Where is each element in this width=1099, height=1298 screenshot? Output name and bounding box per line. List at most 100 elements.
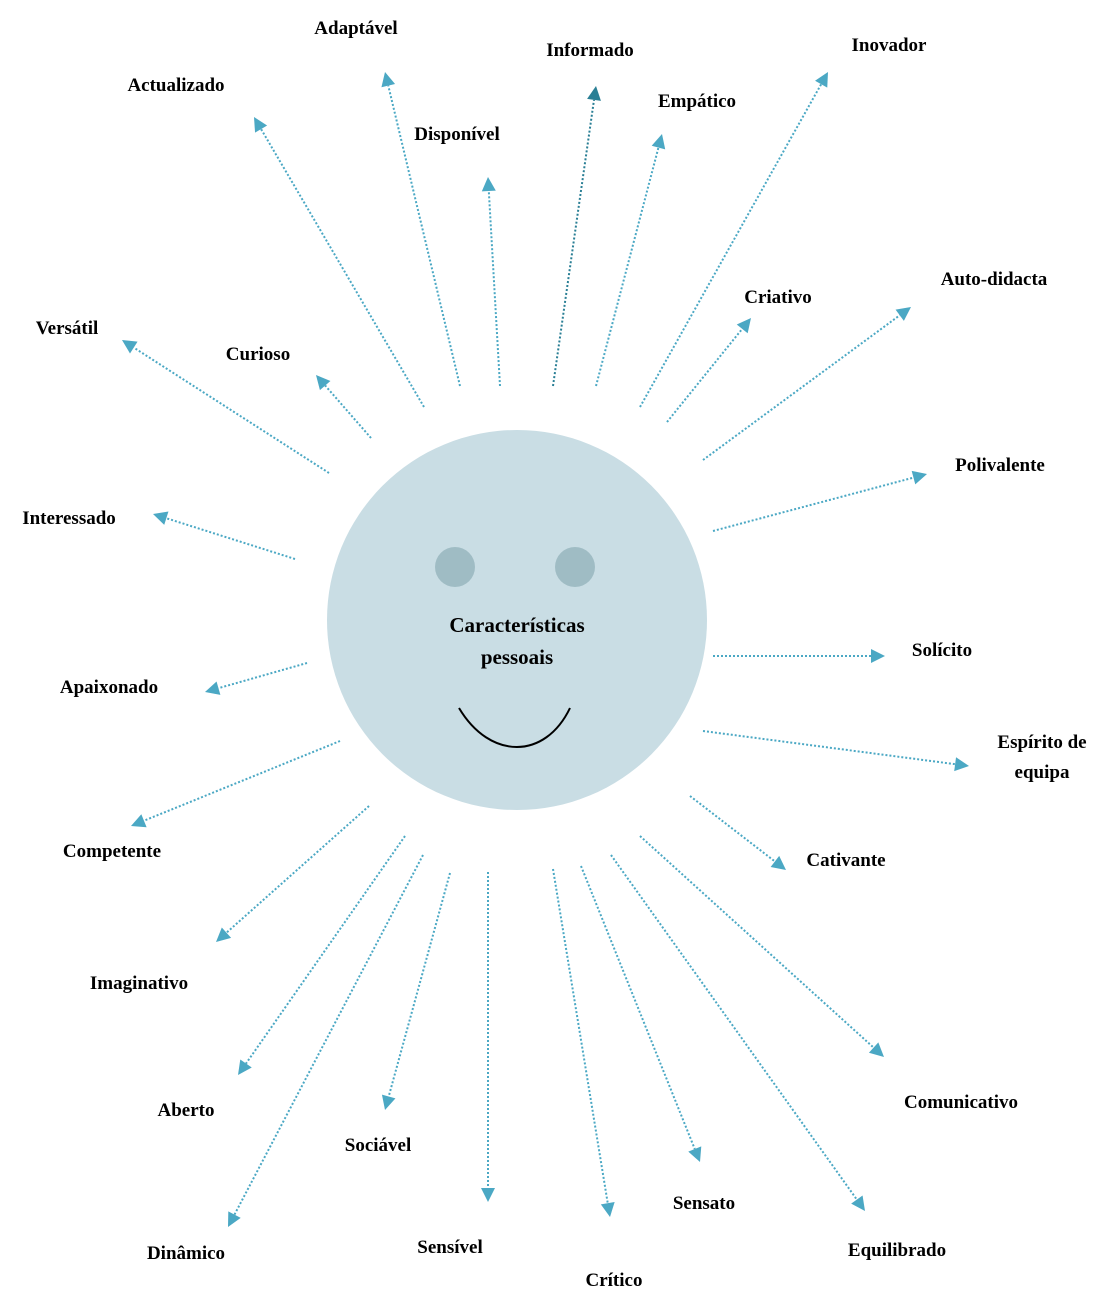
- arrow-versatil: [122, 340, 330, 474]
- label-line: Criativo: [744, 287, 812, 308]
- label-espirito-de-equipa: Espírito de equipa: [997, 732, 1086, 783]
- label-line: Dinâmico: [147, 1243, 225, 1264]
- arrow-head-icon: [228, 1211, 241, 1227]
- arrow-head-icon: [216, 927, 232, 942]
- arrow-aberto: [238, 835, 406, 1075]
- label-actualizado: Actualizado: [127, 75, 224, 96]
- label-curioso: Curioso: [226, 344, 290, 365]
- label-line: Crítico: [586, 1270, 643, 1291]
- arrow-head-icon: [481, 1188, 495, 1202]
- arrow-head-icon: [911, 470, 927, 485]
- arrow-actualizado: [254, 117, 425, 408]
- arrow-shaft: [387, 85, 461, 387]
- arrow-shaft: [260, 128, 425, 408]
- arrow-auto-didacta: [702, 307, 911, 461]
- center-title-line: pessoais: [481, 645, 553, 669]
- arrow-head-icon: [815, 72, 828, 88]
- arrow-shaft: [689, 795, 776, 863]
- label-line: Solícito: [912, 640, 972, 661]
- arrow-head-icon: [205, 681, 221, 695]
- arrow-head-icon: [316, 375, 331, 391]
- arrow-inovador: [639, 72, 828, 408]
- arrow-sensivel: [481, 872, 495, 1202]
- arrow-head-icon: [381, 72, 396, 88]
- label-line: Equilibrado: [848, 1240, 946, 1261]
- label-empatico: Empático: [658, 91, 736, 112]
- label-line: Sociável: [345, 1135, 412, 1156]
- arrow-shaft: [387, 872, 451, 1097]
- arrow-shaft: [218, 662, 308, 690]
- arrow-critico: [552, 868, 615, 1217]
- arrow-shaft: [702, 314, 901, 461]
- arrow-shaft: [580, 865, 696, 1150]
- arrow-sociavel: [381, 872, 451, 1110]
- label-sensivel: Sensível: [417, 1237, 482, 1258]
- label-apaixonado: Apaixonado: [60, 677, 158, 698]
- arrow-head-icon: [238, 1059, 252, 1075]
- arrow-shaft: [143, 740, 341, 822]
- label-sociavel: Sociável: [345, 1135, 412, 1156]
- arrow-head-icon: [895, 307, 911, 321]
- arrow-head-icon: [600, 1202, 615, 1217]
- label-polivalente: Polivalente: [955, 455, 1045, 476]
- label-equilibrado: Equilibrado: [848, 1240, 946, 1261]
- arrow-head-icon: [868, 1042, 884, 1057]
- arrow-disponivel: [481, 177, 501, 387]
- label-informado: Informado: [546, 40, 634, 61]
- label-interessado: Interessado: [22, 508, 116, 529]
- arrow-shaft: [610, 854, 858, 1201]
- label-line: Sensato: [673, 1193, 735, 1214]
- label-auto-didacta: Auto-didacta: [941, 269, 1048, 290]
- label-line: Interessado: [22, 508, 116, 529]
- arrow-head-icon: [954, 757, 969, 772]
- arrow-solicito: [713, 649, 885, 663]
- label-line: Curioso: [226, 344, 290, 365]
- arrow-adaptavel: [381, 72, 461, 387]
- arrow-informado: [552, 86, 601, 387]
- arrow-head-icon: [122, 340, 138, 354]
- arrow-shaft: [166, 517, 296, 560]
- arrow-head-icon: [153, 511, 169, 525]
- label-line: Adaptável: [314, 18, 397, 39]
- label-line: Sensível: [417, 1237, 482, 1258]
- label-critico: Crítico: [586, 1270, 643, 1291]
- label-line: Aberto: [158, 1100, 215, 1121]
- label-line: Inovador: [852, 35, 928, 56]
- center-title-line: Características: [449, 613, 584, 637]
- label-line: Comunicativo: [904, 1092, 1018, 1113]
- arrow-head-icon: [481, 177, 496, 192]
- arrow-head-icon: [254, 117, 268, 133]
- face-circle: [327, 430, 707, 810]
- left-eye: [435, 547, 475, 587]
- arrow-interessado: [153, 511, 296, 560]
- label-criativo: Criativo: [744, 287, 812, 308]
- label-line: Espírito de: [997, 732, 1086, 753]
- label-line: Auto-didacta: [941, 269, 1048, 290]
- label-line: Imaginativo: [90, 973, 188, 994]
- arrow-polivalente: [712, 470, 927, 532]
- label-line: Disponível: [414, 124, 500, 145]
- label-line: Polivalente: [955, 455, 1045, 476]
- label-cativante: Cativante: [806, 850, 885, 871]
- arrow-curioso: [316, 375, 372, 439]
- smile-curve: [458, 707, 571, 748]
- arrow-shaft: [324, 384, 372, 439]
- label-line: equipa: [1015, 762, 1070, 783]
- arrow-shaft: [487, 190, 501, 387]
- label-line: Versátil: [36, 318, 99, 339]
- arrow-head-icon: [587, 86, 601, 101]
- label-line: Competente: [63, 841, 161, 862]
- label-line: Empático: [658, 91, 736, 112]
- arrow-comunicativo: [639, 835, 884, 1057]
- arrow-empatico: [595, 134, 666, 387]
- label-comunicativo: Comunicativo: [904, 1092, 1018, 1113]
- arrow-shaft: [595, 147, 660, 387]
- arrow-head-icon: [381, 1094, 396, 1110]
- arrow-shaft: [245, 835, 406, 1065]
- arrow-head-icon: [770, 855, 786, 870]
- label-aberto: Aberto: [158, 1100, 215, 1121]
- arrow-shaft: [712, 476, 914, 532]
- arrow-head-icon: [688, 1146, 702, 1162]
- arrow-shaft: [702, 730, 956, 766]
